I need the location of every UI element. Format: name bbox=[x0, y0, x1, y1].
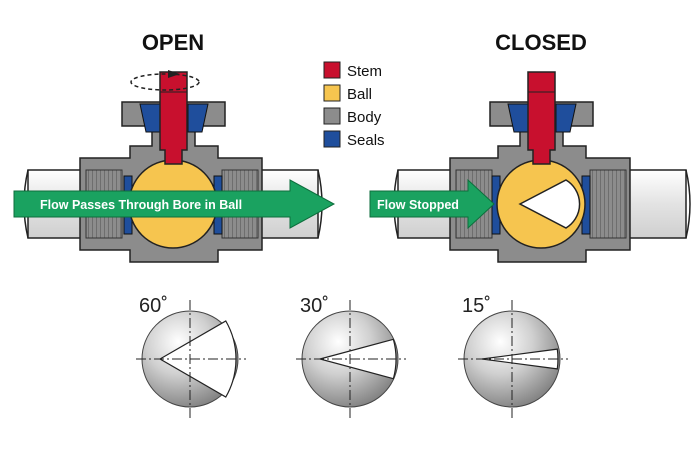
legend: Stem Ball Body Seals bbox=[323, 61, 385, 149]
closed-flow-arrow bbox=[369, 178, 495, 230]
legend-swatch-body bbox=[323, 107, 341, 125]
open-seal-stem-right bbox=[187, 103, 209, 133]
rotation-arrow-icon bbox=[130, 70, 200, 91]
closed-stem bbox=[527, 71, 556, 165]
legend-item-ball: Ball bbox=[323, 84, 372, 103]
legend-label-ball: Ball bbox=[347, 86, 372, 103]
angle-label-30: 30˚ bbox=[300, 295, 329, 317]
angle-label-15: 15˚ bbox=[462, 295, 491, 317]
legend-item-body: Body bbox=[323, 107, 382, 126]
closed-ball-bore bbox=[518, 179, 581, 229]
closed-thread-right bbox=[589, 169, 627, 239]
open-stem bbox=[159, 71, 188, 165]
angle-figures: 60˚ 30˚ 15˚ bbox=[136, 295, 568, 418]
open-valve: Flow Passes Through Bore in Ball bbox=[13, 70, 336, 263]
closed-title: CLOSED bbox=[495, 30, 587, 55]
open-flow-label: Flow Passes Through Bore in Ball bbox=[40, 198, 242, 212]
closed-seal-stem-right bbox=[555, 103, 577, 133]
closed-flow-label: Flow Stopped bbox=[377, 198, 459, 212]
open-title: OPEN bbox=[142, 30, 204, 55]
open-flow-arrow bbox=[13, 179, 336, 229]
angle-figure-15: 15˚ bbox=[458, 295, 568, 418]
angle-label-60: 60˚ bbox=[139, 295, 168, 317]
closed-valve: Flow Stopped bbox=[369, 71, 691, 263]
angle-figure-30: 30˚ bbox=[296, 295, 406, 418]
legend-swatch-ball bbox=[323, 84, 341, 102]
legend-item-stem: Stem bbox=[323, 61, 382, 80]
legend-swatch-seals bbox=[323, 130, 341, 148]
legend-item-seals: Seals bbox=[323, 130, 385, 149]
legend-label-seals: Seals bbox=[347, 132, 385, 149]
closed-seal-stem-left bbox=[507, 103, 529, 133]
legend-label-stem: Stem bbox=[347, 63, 382, 80]
angle-figure-60: 60˚ bbox=[136, 295, 246, 418]
legend-label-body: Body bbox=[347, 109, 382, 126]
open-seal-stem-left bbox=[139, 103, 161, 133]
legend-swatch-stem bbox=[323, 61, 341, 79]
closed-pipe-right-cut bbox=[685, 169, 691, 239]
